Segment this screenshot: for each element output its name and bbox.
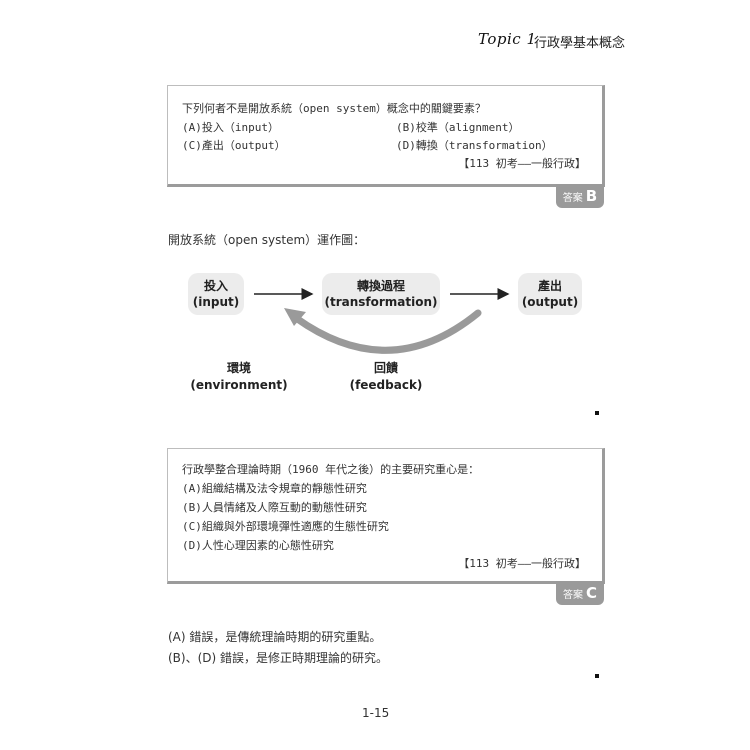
label-environment-zh: 環境: [226, 361, 251, 375]
node-output-en: (output): [521, 295, 579, 309]
question-2-option-a: (A)組織結構及法令規章的靜態性研究: [182, 482, 367, 495]
section-end-marker: [595, 411, 599, 415]
label-feedback-zh: 回饋: [373, 361, 398, 375]
answer-badge-2: 答案 C: [556, 581, 604, 605]
node-transformation-zh: 轉換過程: [356, 279, 405, 293]
topic-label: Topic 1: [478, 30, 537, 48]
label-feedback: 回饋 (feedback): [346, 360, 426, 394]
question-1-stem: 下列何者不是開放系統（open system）概念中的關鍵要素？: [182, 102, 486, 115]
answer-letter: C: [585, 584, 597, 602]
node-input-zh: 投入: [203, 279, 228, 293]
question-1-option-a: (A)投入（input）: [182, 121, 279, 134]
page-number: 1-15: [362, 706, 390, 720]
question-1-option-d: (D)轉換（transformation）: [396, 139, 553, 152]
node-output-zh: 產出: [537, 279, 562, 293]
question-2-source: 【113 初考——一般行政】: [458, 557, 586, 570]
label-environment: 環境 (environment): [186, 360, 292, 394]
label-feedback-en: (feedback): [349, 378, 423, 392]
node-input-en: (input): [192, 295, 240, 309]
question-2-option-c: (C)組織與外部環境彈性適應的生態性研究: [182, 520, 389, 533]
answer-letter: B: [585, 187, 598, 205]
chapter-title: 行政學基本概念: [534, 36, 626, 51]
explanation-line-1: (A) 錯誤，是傳統理論時期的研究重點。: [168, 630, 382, 644]
section-end-marker: [595, 674, 599, 678]
question-box-1: 下列何者不是開放系統（open system）概念中的關鍵要素？ (A)投入（i…: [167, 85, 605, 187]
node-transformation: 轉換過程 (transformation): [322, 273, 440, 315]
node-input: 投入 (input): [188, 273, 244, 315]
node-transformation-en: (transformation): [324, 295, 438, 309]
label-environment-en: (environment): [190, 378, 288, 392]
question-box-2: 行政學整合理論時期（1960 年代之後）的主要研究重心是： (A)組織結構及法令…: [167, 448, 605, 584]
node-output: 產出 (output): [518, 273, 582, 315]
question-2-option-b: (B)人員情緒及人際互動的動態性研究: [182, 501, 367, 514]
explanation-line-2: (B)、(D) 錯誤，是修正時期理論的研究。: [168, 651, 389, 665]
answer-label: 答案: [562, 589, 583, 601]
question-1-option-c: (C)產出（output）: [182, 139, 286, 152]
question-1-option-b: (B)校準（alignment）: [396, 121, 520, 134]
answer-label: 答案: [562, 192, 583, 204]
question-2-stem: 行政學整合理論時期（1960 年代之後）的主要研究重心是：: [182, 463, 480, 476]
question-1-source: 【113 初考——一般行政】: [458, 157, 586, 170]
feedback-arrow: [284, 308, 482, 354]
question-2-option-d: (D)人性心理因素的心態性研究: [182, 539, 334, 552]
diagram-intro: 開放系統（open system）運作圖：: [168, 233, 366, 247]
answer-badge-1: 答案 B: [556, 184, 604, 208]
